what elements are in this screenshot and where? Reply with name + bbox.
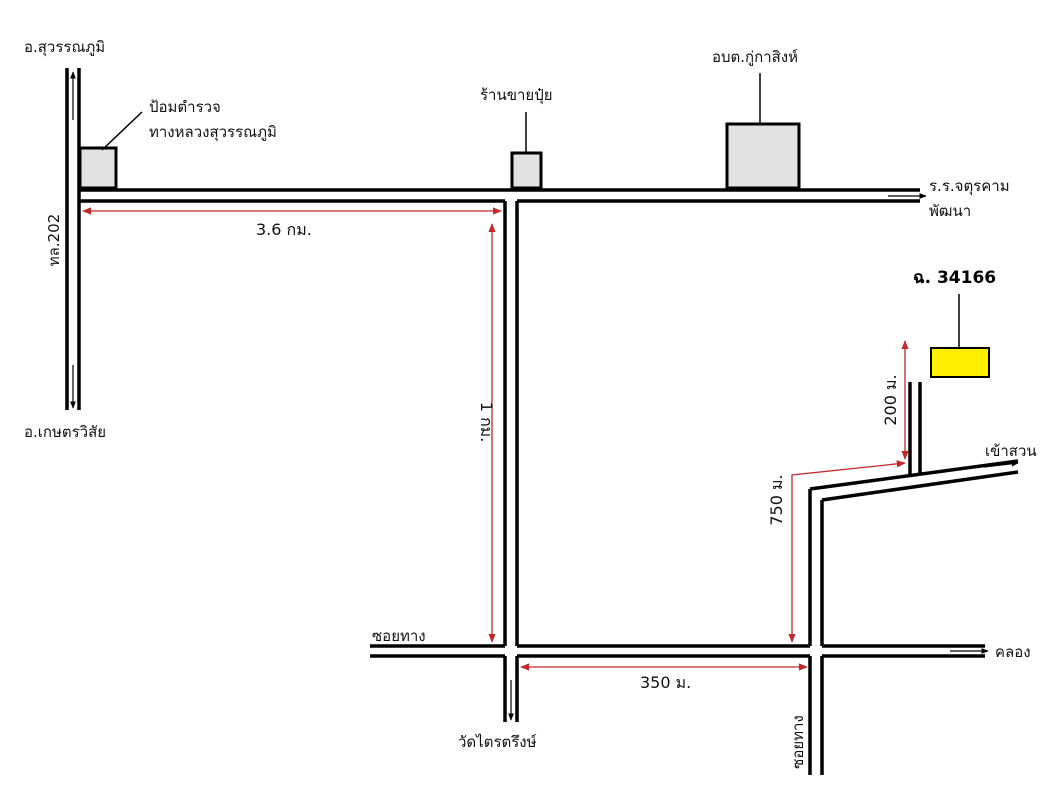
dim-label-right-road: 750 ม. [767, 474, 786, 525]
label-fertilizer-shop: ร้านขายปุ๋ย [480, 86, 553, 105]
dim-label-middle-road: 1 กม. [477, 402, 496, 443]
dim-label-garden-lane: 200 ม. [881, 374, 900, 425]
police-box-building [78, 146, 118, 190]
plot-34166 [930, 347, 990, 378]
middle-vertical-road [503, 201, 519, 722]
label-police-box-line1: ป้อมตำรวจ [149, 98, 221, 116]
label-amphoe-suwannaphum: อ.สุวรรณภูมิ [24, 38, 105, 57]
highway-202-road [65, 68, 81, 410]
dim-line-right-road [788, 460, 906, 643]
bottom-horizontal-road [370, 644, 985, 658]
top-main-road [79, 188, 920, 203]
sao-office-building [725, 122, 801, 190]
fertilizer-shop-building [510, 151, 543, 190]
label-sao-office: อบต.กู่กาสิงห์ [712, 48, 798, 66]
label-highway-202: ทล.202 [45, 214, 63, 266]
direction-arrows [70, 71, 1019, 721]
dim-label-bottom-road: 350 ม. [640, 673, 691, 692]
label-temple: วัดไตรตรึงษ์ [458, 733, 537, 751]
label-plot: ฉ. 34166 [913, 268, 996, 288]
label-to-garden: เข้าสวน [985, 442, 1037, 460]
label-soi-bottom: ซอยทาง [789, 715, 807, 769]
label-amphoe-kaset-wisai: อ.เกษตรวิสัย [24, 423, 106, 441]
dimension-lines [82, 207, 909, 671]
dim-label-top-road: 3.6 กม. [256, 220, 312, 239]
label-soi-left: ซอยทาง [372, 627, 426, 645]
label-school-line1: ร.ร.จตุรคาม [929, 177, 1010, 196]
police-box-leader [101, 111, 143, 151]
garden-lane [908, 382, 922, 474]
label-school-line2: พัฒนา [929, 202, 971, 220]
label-canal: คลอง [995, 643, 1031, 661]
right-vertical-road [808, 489, 824, 775]
label-police-box-line2: ทางหลวงสุวรรณภูมิ [149, 123, 277, 142]
